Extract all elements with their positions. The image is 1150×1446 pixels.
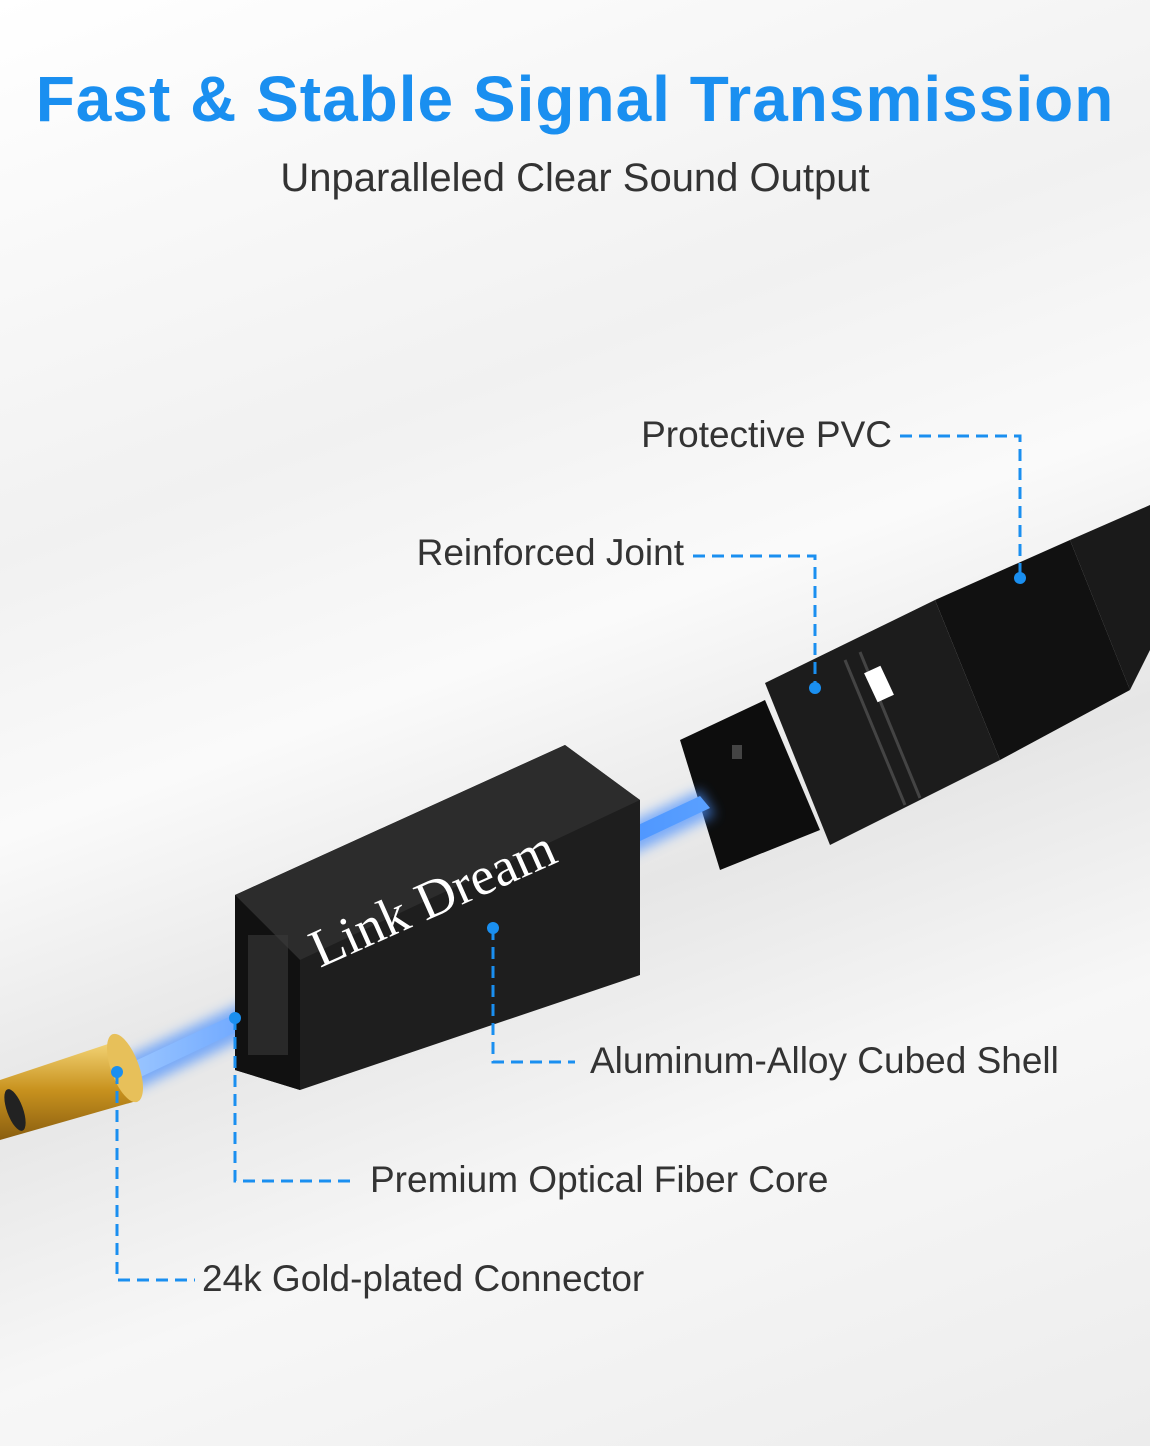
aluminum-shell: Link Dream: [235, 745, 640, 1090]
callout-protective-pvc: Protective PVC: [641, 414, 892, 455]
gold-connector: [0, 1033, 144, 1140]
reinforced-joint: [765, 600, 1000, 845]
page-title: Fast & Stable Signal Transmission: [35, 63, 1115, 135]
callout-lines: [115, 434, 1022, 1282]
callout-reinforced-joint: Reinforced Joint: [416, 532, 684, 573]
callout-gold-connector: 24k Gold-plated Connector: [202, 1258, 645, 1299]
callout-dots: [111, 572, 1026, 1078]
callout-aluminum-shell: Aluminum-Alloy Cubed Shell: [590, 1040, 1059, 1081]
page-subtitle: Unparalleled Clear Sound Output: [280, 156, 870, 200]
optical-plug: [680, 700, 820, 870]
callout-fiber-core: Premium Optical Fiber Core: [370, 1159, 829, 1200]
cable-pvc: [935, 505, 1150, 760]
